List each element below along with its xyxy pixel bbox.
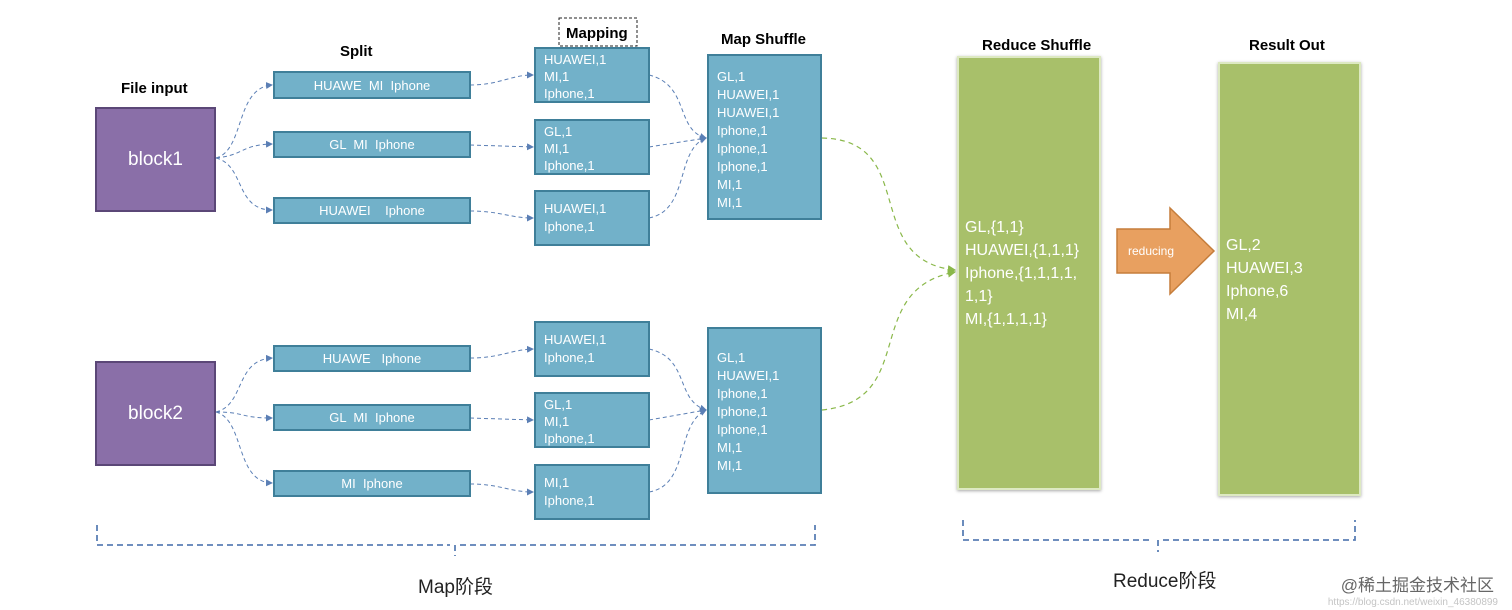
split-box: MI Iphone [273,470,471,497]
input-block: block1 [95,107,216,212]
mapping-box: GL,1 MI,1 Iphone,1 [534,119,650,175]
shuffle-entry: GL,1 [717,69,746,84]
reduce-stage-label: Reduce阶段 [1113,571,1217,592]
input-block: block2 [95,361,216,466]
shuffle-entry: HUAWEI,1 [717,105,780,120]
reducing-arrow [1116,206,1216,296]
file-input-header: File input [121,80,188,97]
mapping-entry: MI,1 [544,141,570,156]
reduce-shuffle-box: GL,{1,1} HUAWEI,{1,1,1} Iphone,{1,1,1,1,… [957,56,1101,490]
mapping-entry: GL,1 [544,124,573,139]
mapping-entry: Iphone,1 [544,493,595,508]
shuffle-entry: Iphone,1 [717,123,768,138]
result-entry: HUAWEI,3 [1226,260,1303,277]
shuffle-entry: Iphone,1 [717,159,768,174]
mapping-box: MI,1 Iphone,1 [534,464,650,520]
shuffle-entry: MI,1 [717,440,743,455]
arrows-block1-to-split [215,82,273,214]
split-box: HUAWEI Iphone [273,197,471,224]
reduce-entry: Iphone,{1,1,1,1, [965,265,1078,282]
reduce-shuffle-header: Reduce Shuffle [982,37,1092,54]
split-box: GL MI Iphone [273,404,471,431]
mapping-entry: HUAWEI,1 [544,201,607,216]
map-shuffle-box: GL,1 HUAWEI,1 Iphone,1 Iphone,1 Iphone,1… [707,327,822,494]
mapping-entry: MI,1 [544,475,570,490]
mapping-entry: HUAWEI,1 [544,332,607,347]
map-shuffle-header: Map Shuffle [721,31,806,48]
shuffle-entry: HUAWEI,1 [717,368,780,383]
shuffle-entry: Iphone,1 [717,404,768,419]
map-stage-brace [96,525,816,556]
mapping-box: HUAWEI,1 MI,1 Iphone,1 [534,47,650,103]
result-entry: MI,4 [1226,306,1258,323]
result-out-header: Result Out [1249,37,1325,54]
mapping-entry: GL,1 [544,397,573,412]
mapping-box: GL,1 MI,1 Iphone,1 [534,392,650,448]
shuffle-entry: MI,1 [717,458,743,473]
reducing-label: reducing [1128,244,1175,258]
mapping-entry: MI,1 [544,414,570,429]
source-url: https://blog.csdn.net/weixin_46380899 [1327,597,1498,608]
shuffle-entry: GL,1 [717,350,746,365]
arrows-shuffle-to-reduce [821,137,957,411]
map-shuffle-box: GL,1 HUAWEI,1 HUAWEI,1 Iphone,1 Iphone,1… [707,54,822,220]
result-entry: GL,2 [1226,237,1261,254]
map-stage-label: Map阶段 [418,577,493,598]
shuffle-entry: Iphone,1 [717,386,768,401]
mapping-entry: Iphone,1 [544,158,595,173]
mapping-entry: Iphone,1 [544,219,595,234]
mapping-header: Mapping [566,25,628,42]
split-box: HUAWE MI Iphone [273,71,471,99]
reduce-entry: MI,{1,1,1,1} [965,311,1047,328]
shuffle-entry: Iphone,1 [717,422,768,437]
split-box: HUAWE Iphone [273,345,471,372]
result-out-box: GL,2 HUAWEI,3 Iphone,6 MI,4 [1218,62,1361,496]
split-header: Split [340,43,373,60]
mapping-entry: Iphone,1 [544,431,595,446]
arrows-mapping-to-shuffle [648,74,707,493]
watermark: @稀土掘金技术社区 [1340,576,1494,595]
mapping-header-frame [558,17,638,47]
split-box: GL MI Iphone [273,131,471,158]
arrows-split-to-mapping [469,71,534,496]
mapping-entry: MI,1 [544,69,570,84]
reduce-entry: 1,1} [965,288,993,305]
mapping-entry: Iphone,1 [544,86,595,101]
reduce-entry: GL,{1,1} [965,219,1024,236]
mapping-entry: HUAWEI,1 [544,52,607,67]
shuffle-entry: Iphone,1 [717,141,768,156]
shuffle-entry: MI,1 [717,195,743,210]
shuffle-entry: HUAWEI,1 [717,87,780,102]
arrows-block2-to-split [215,354,273,487]
result-entry: Iphone,6 [1226,283,1289,300]
mapping-entry: Iphone,1 [544,350,595,365]
mapping-box: HUAWEI,1 Iphone,1 [534,190,650,246]
mapping-box: HUAWEI,1 Iphone,1 [534,321,650,377]
reduce-stage-brace [962,520,1356,552]
shuffle-entry: MI,1 [717,177,743,192]
reduce-entry: HUAWEI,{1,1,1} [965,242,1080,259]
